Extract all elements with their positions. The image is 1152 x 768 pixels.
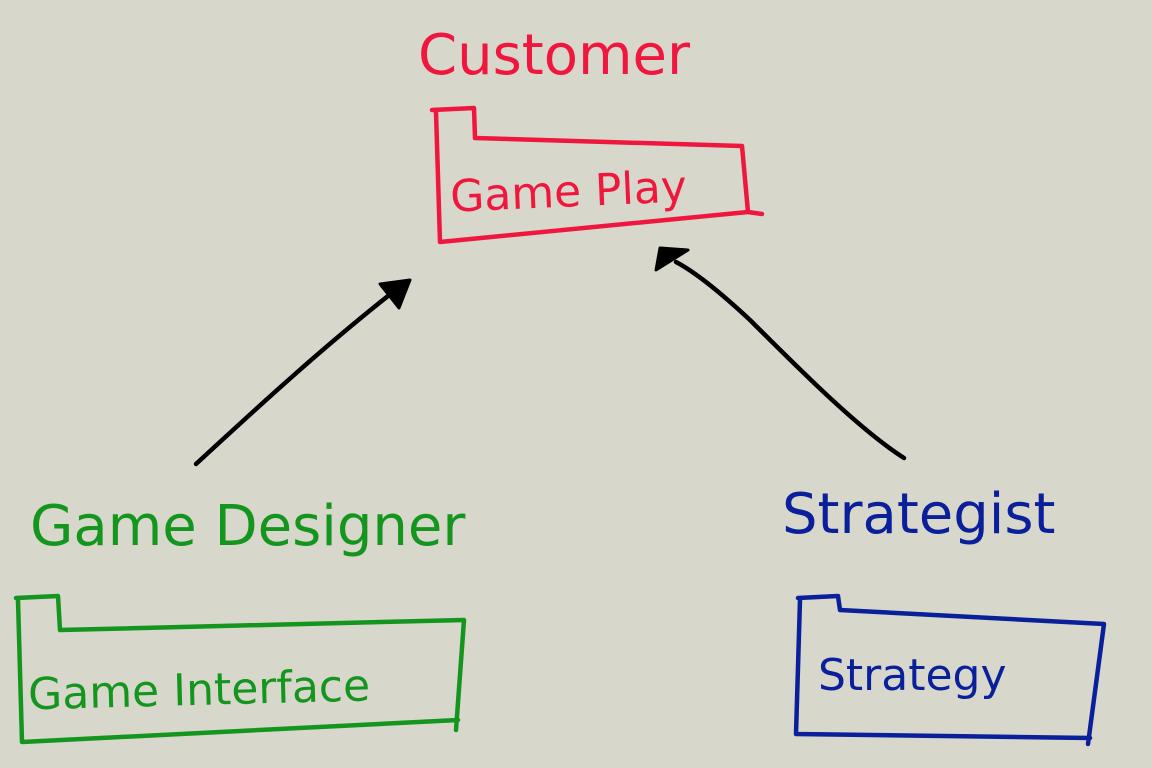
customer-group: Customer Game Play	[418, 23, 765, 245]
arrow-designer-to-customer	[193, 293, 391, 467]
customer-role-label: Customer	[418, 23, 691, 88]
designer-role-label: Game Designer	[30, 494, 466, 559]
designer-group: Game Designer Game Interface	[13, 494, 467, 745]
customer-package-frame	[429, 105, 765, 245]
strategist-role-label: Strategist	[782, 482, 1056, 547]
arrow-strategist-to-customer-head	[654, 246, 690, 272]
dependency-arrows	[193, 246, 907, 467]
strategist-group: Strategist Strategy	[782, 482, 1107, 747]
strategist-package-frame	[793, 593, 1107, 747]
arrow-designer-to-customer-head	[378, 278, 412, 310]
designer-package-frame	[13, 593, 467, 745]
arrow-strategist-to-customer	[673, 259, 907, 461]
designer-package-label: Game Interface	[27, 660, 370, 720]
customer-package-label: Game Play	[449, 161, 688, 222]
strategist-package-label: Strategy	[818, 650, 1007, 701]
